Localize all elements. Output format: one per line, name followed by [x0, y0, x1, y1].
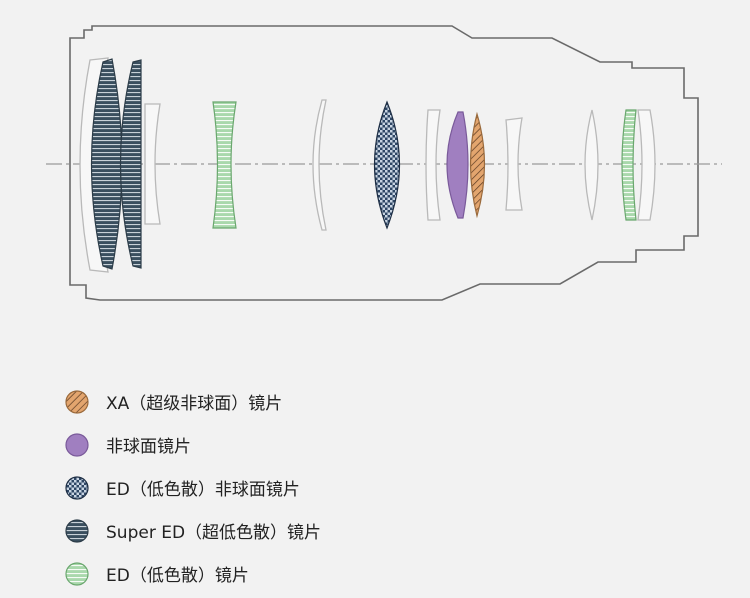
legend: XA（超级非球面）镜片 非球面镜片 ED（低色散）非球面镜片 Super ED（…	[64, 380, 321, 595]
legend-label: 非球面镜片	[106, 437, 191, 457]
lens-element-plain	[312, 99, 327, 231]
ed-lens-element	[621, 109, 637, 221]
super-ed-lens-element	[119, 59, 142, 269]
super-ed-lens-element	[90, 58, 123, 270]
lens-element-plain	[505, 117, 523, 211]
legend-item-ed-aspherical: ED（低色散）非球面镜片	[64, 466, 321, 509]
legend-label: XA（超级非球面）镜片	[106, 394, 283, 414]
xa-swatch-icon	[65, 389, 89, 414]
xa-lens-element	[469, 111, 486, 219]
legend-item-super-ed: Super ED（超低色散）镜片	[64, 509, 321, 552]
aspherical-lens-element	[446, 111, 469, 219]
ed-aspherical-lens-element	[373, 100, 401, 230]
lens-element-plain	[584, 109, 599, 221]
aspherical-swatch-icon	[65, 432, 89, 457]
lens-cross-section-diagram	[46, 25, 722, 301]
legend-item-ed: ED（低色散）镜片	[64, 552, 321, 595]
super-ed-swatch-icon	[65, 518, 89, 543]
ed-aspherical-swatch-icon	[65, 475, 89, 500]
ed-swatch-icon	[65, 561, 89, 586]
lens-element-plain	[637, 109, 656, 221]
lens-barrel-outline	[69, 25, 699, 301]
legend-item-xa: XA（超级非球面）镜片	[64, 380, 321, 423]
lens-element-plain	[425, 109, 441, 221]
ed-lens-element	[212, 101, 237, 229]
legend-label: ED（低色散）镜片	[106, 566, 249, 586]
legend-label: Super ED（超低色散）镜片	[106, 523, 322, 543]
legend-label: ED（低色散）非球面镜片	[106, 480, 300, 500]
legend-item-aspherical: 非球面镜片	[64, 423, 321, 466]
lens-element-plain	[144, 103, 161, 225]
